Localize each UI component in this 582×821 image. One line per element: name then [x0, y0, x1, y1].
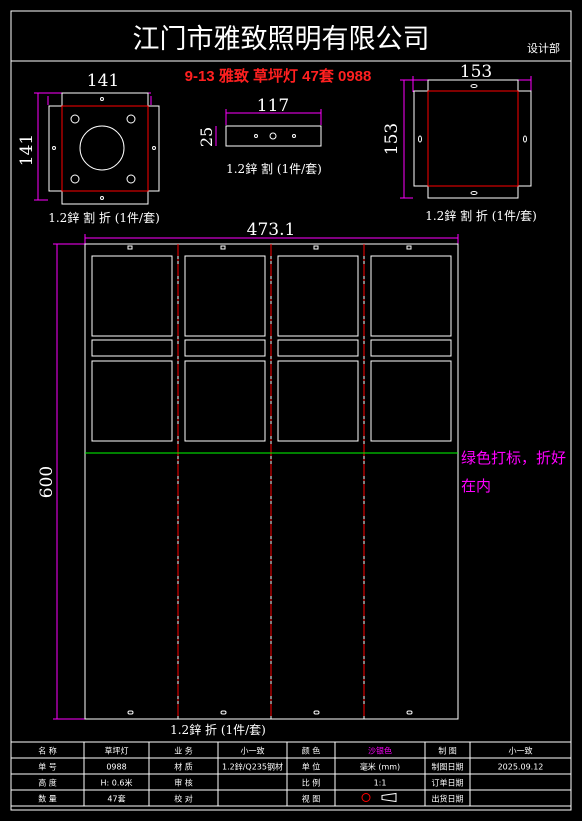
- table-label: 制图日期: [432, 762, 464, 772]
- part-main-panel: 473.1 600: [37, 220, 459, 737]
- left-width-dim: 141: [87, 71, 119, 91]
- table-value: 47套: [107, 794, 125, 804]
- table-label: 出货日期: [432, 794, 464, 804]
- table-label: 订单日期: [432, 778, 464, 788]
- department-label: 设计部: [527, 41, 560, 55]
- table-label: 数 量: [38, 794, 57, 804]
- middle-height-dim: 25: [197, 127, 216, 147]
- note-line-1: 绿色打标，折好: [461, 449, 566, 467]
- middle-width-dim: 117: [257, 96, 289, 116]
- company-title: 江门市雅致照明有限公司: [133, 24, 430, 55]
- table-value: 0988: [106, 763, 126, 772]
- table-label: 颜 色: [302, 746, 321, 756]
- main-height-dim: 600: [37, 466, 57, 498]
- table-label: 材 质: [174, 762, 193, 772]
- part-left-plate: 141 141 1.2鋅 割 折 (1件/套): [17, 71, 160, 225]
- drawing-border: [10, 10, 572, 811]
- table-value: H: 0.6米: [101, 778, 133, 788]
- table-label: 业 务: [174, 746, 193, 756]
- main-caption: 1.2鋅 折 (1件/套): [170, 722, 266, 737]
- table-label: 视 图: [302, 794, 321, 804]
- order-title: 9-13 雅致 草坪灯 47套 0988: [185, 67, 372, 85]
- left-caption: 1.2鋅 割 折 (1件/套): [48, 210, 160, 225]
- table-value: 小一致: [509, 746, 533, 756]
- table-value: 沙银色: [368, 746, 392, 756]
- table-label: 审 核: [174, 778, 193, 788]
- table-value: 草坪灯: [105, 746, 129, 756]
- table-label: 制 图: [438, 746, 457, 756]
- right-caption: 1.2鋅 割 折 (1件/套): [425, 208, 537, 223]
- table-value: 2025.09.12: [498, 763, 544, 772]
- note-line-2: 在内: [461, 477, 491, 495]
- main-width-dim: 473.1: [247, 220, 296, 240]
- projection-symbol-cone: [381, 792, 397, 803]
- table-value: 小一致: [241, 746, 265, 756]
- projection-symbol-circle: [361, 793, 371, 802]
- table-label: 名 称: [38, 746, 57, 756]
- table-label: 校 对: [174, 794, 193, 804]
- table-value: 毫米 (mm): [360, 762, 400, 772]
- table-label: 单 位: [302, 762, 321, 772]
- table-label: 比 例: [302, 778, 321, 788]
- part-middle-strip: 117 25 1.2鋅 割 (1件/套): [197, 96, 322, 176]
- right-width-dim: 153: [460, 62, 492, 82]
- middle-caption: 1.2鋅 割 (1件/套): [226, 161, 322, 176]
- table-label: 单 号: [38, 762, 57, 772]
- right-height-dim: 153: [382, 123, 402, 155]
- table-label: 高 度: [38, 778, 57, 788]
- table-value: 1:1: [374, 779, 387, 788]
- left-height-dim: 141: [17, 134, 37, 166]
- part-right-plate: 153 153 1.2鋅 割 折 (1件/套): [382, 62, 537, 223]
- table-value: 1.2鋅/Q235钢材: [222, 762, 283, 772]
